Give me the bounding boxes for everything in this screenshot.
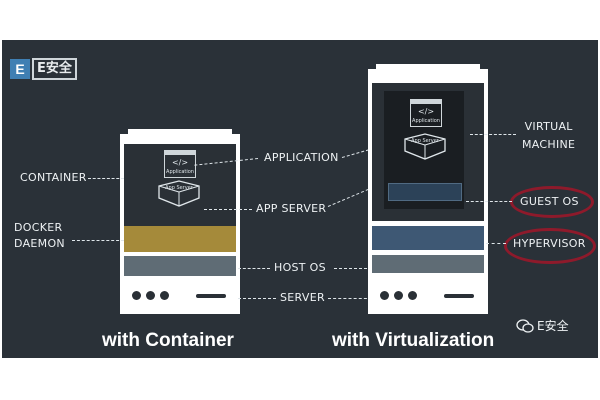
vm-host-os-layer [372,255,484,273]
container-zone: </> Application App Server [124,144,236,226]
container-host-os-layer [124,256,236,276]
logo-icon: E [10,59,30,79]
server-led [408,291,417,300]
vm-server: </> Application App Server [368,69,488,314]
drive-slot [444,294,474,298]
server-led [394,291,403,300]
application-label: APPLICATION [264,151,339,164]
guest-os-label: GUEST OS [520,195,579,208]
connector-line [204,209,252,210]
connector-line [72,240,124,241]
logo-text: E安全 [32,58,77,80]
hypervisor-layer [372,226,484,250]
application-icon: </> Application [164,150,196,178]
watermark: E安全 [516,317,569,334]
connector-line [334,268,372,269]
virtualization-title: with Virtualization [332,330,495,351]
docker-daemon-label: DOCKER DAEMON [14,221,65,250]
code-symbol: </> [171,158,189,167]
app-server-label: APP SERVER [256,202,327,215]
connector-line [470,134,516,135]
watermark-text: E安全 [537,319,569,333]
server-led [380,291,389,300]
container-title: with Container [102,330,234,351]
application-icon-label: Application [412,118,440,124]
server-label: SERVER [280,291,325,304]
connector-line [466,201,512,202]
vm-application-icon: </> Application [410,99,442,127]
application-icon-label: Application [166,169,194,175]
diagram-canvas: E E安全 </> Application App Server [2,40,598,358]
container-server: </> Application App Server [120,134,240,314]
connector-line [88,178,124,179]
connector-line [486,243,506,244]
code-symbol: </> [417,107,435,116]
virtual-machine: </> Application App Server [384,91,464,209]
hypervisor-label: HYPERVISOR [513,237,586,250]
server-led [146,291,155,300]
drive-slot [196,294,226,298]
app-server-icon-label: App Server [165,185,193,191]
connector-line [238,268,270,269]
vm-server-cap [376,64,480,69]
virtual-machine-label: VIRTUAL MACHINE [522,120,576,151]
app-server-icon-label: App Server [411,138,439,144]
wechat-icon [516,318,534,333]
logo: E E安全 [10,58,77,80]
host-os-label: HOST OS [274,261,326,274]
guest-os-highlight-oval [510,186,594,218]
logo-letter: E [15,61,25,77]
server-led [132,291,141,300]
vm-app-server-icon [404,133,446,160]
hypervisor-highlight-oval [504,228,596,264]
server-led [160,291,169,300]
container-server-cap [128,129,232,134]
guest-os-layer [388,183,462,201]
container-label: CONTAINER [20,171,87,184]
docker-daemon-layer [124,226,236,252]
app-server-icon [158,180,200,207]
connector-line [328,298,372,299]
connector-line [238,298,276,299]
